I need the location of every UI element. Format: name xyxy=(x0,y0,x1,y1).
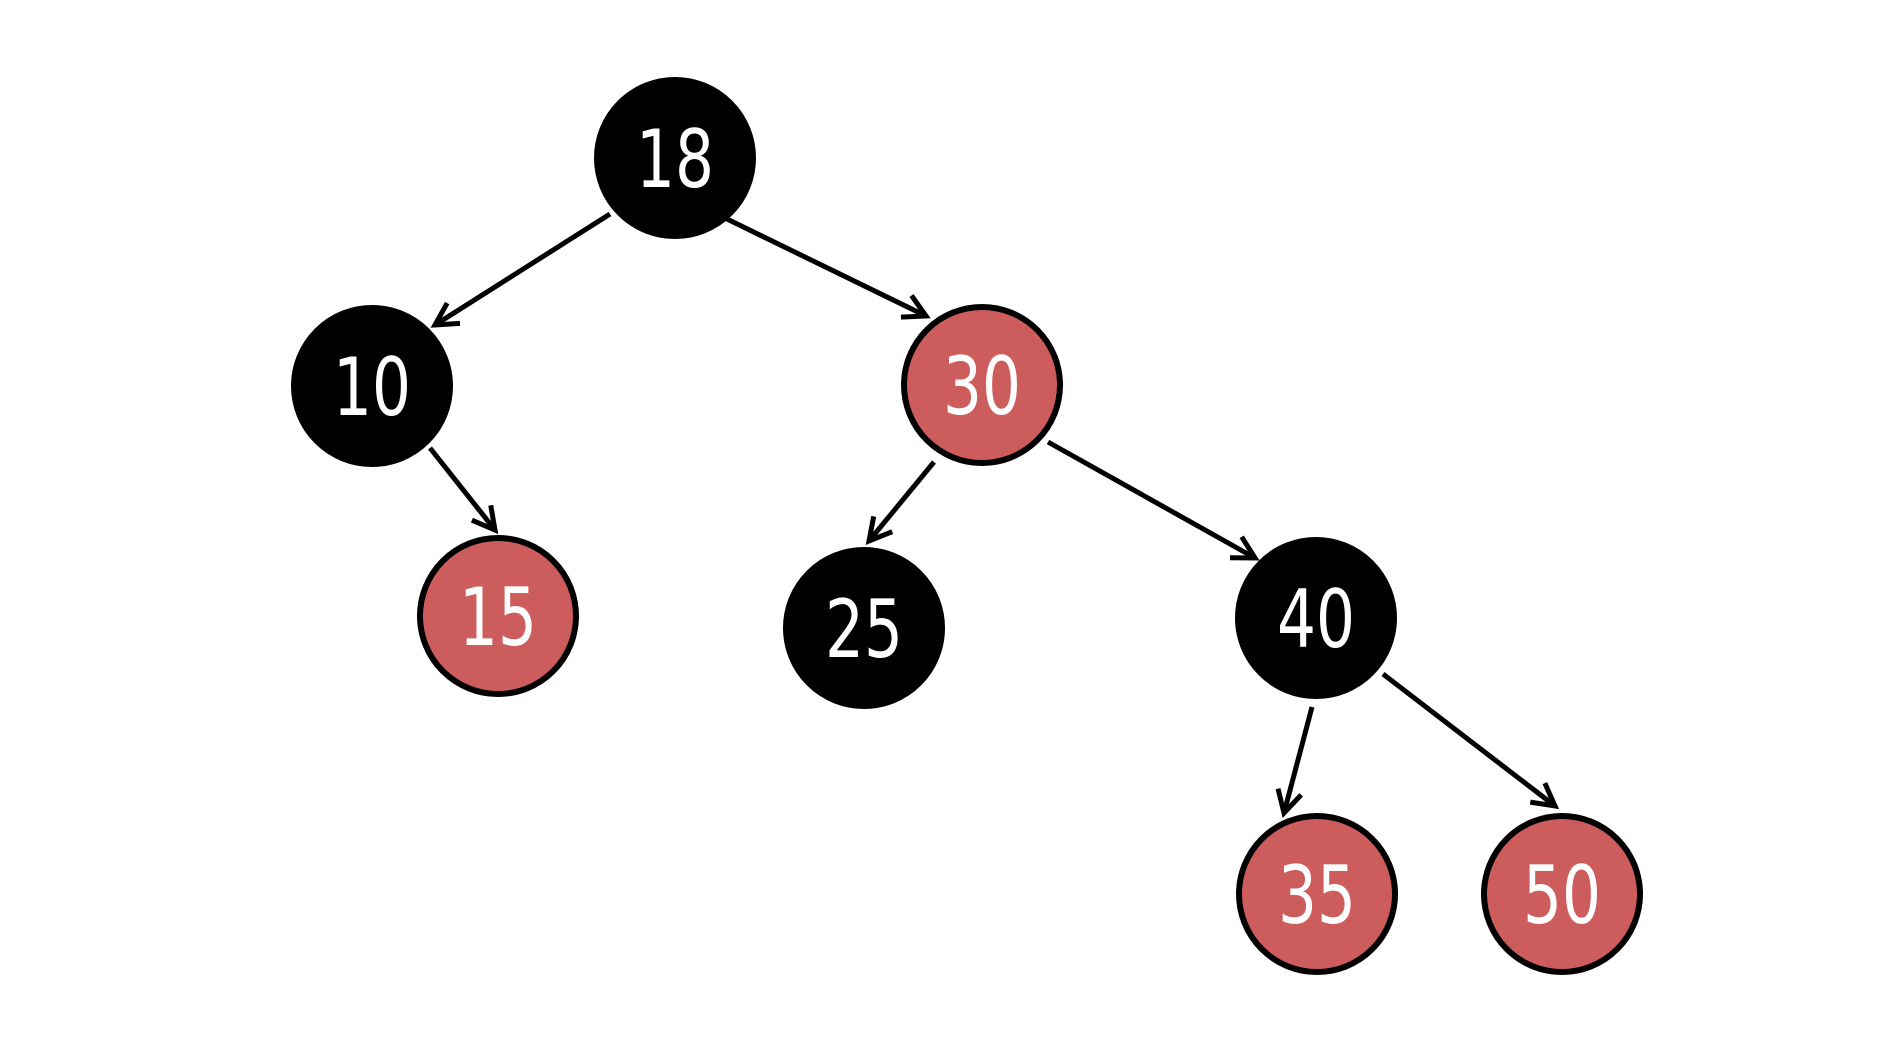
edge-40-to-35 xyxy=(1275,706,1315,819)
node-circle-red xyxy=(1481,813,1643,975)
node-label: 25 xyxy=(825,583,903,676)
nodes-layer: 18 10 30 15 25 40 35 50 xyxy=(291,77,1643,975)
tree-node-25: 25 xyxy=(783,547,945,709)
node-circle-black xyxy=(291,305,453,467)
node-label: 18 xyxy=(636,113,714,206)
node-label: 10 xyxy=(333,341,411,434)
edge-40-to-50 xyxy=(1381,672,1560,810)
edge-10-to-15 xyxy=(428,446,499,535)
tree-node-18: 18 xyxy=(594,77,756,239)
node-circle-black xyxy=(783,547,945,709)
node-circle-red xyxy=(901,304,1063,466)
node-circle-black xyxy=(594,77,756,239)
edges-layer xyxy=(428,211,1560,819)
node-label: 40 xyxy=(1277,573,1355,666)
tree-node-15: 15 xyxy=(417,535,579,697)
edge-30-to-40 xyxy=(1046,439,1260,561)
node-label: 15 xyxy=(459,571,537,664)
node-circle-red xyxy=(417,535,579,697)
tree-node-50: 50 xyxy=(1481,813,1643,975)
node-circle-black xyxy=(1235,537,1397,699)
edge-30-to-25 xyxy=(865,460,936,546)
node-label: 50 xyxy=(1523,849,1601,942)
tree-node-40: 40 xyxy=(1235,537,1397,699)
tree-node-30: 30 xyxy=(901,304,1063,466)
node-circle-red xyxy=(1236,813,1398,975)
edge-18-to-30 xyxy=(725,216,931,320)
tree-node-10: 10 xyxy=(291,305,453,467)
node-label: 35 xyxy=(1278,849,1356,942)
tree-node-35: 35 xyxy=(1236,813,1398,975)
node-label: 30 xyxy=(943,340,1021,433)
edge-18-to-10 xyxy=(430,211,612,328)
